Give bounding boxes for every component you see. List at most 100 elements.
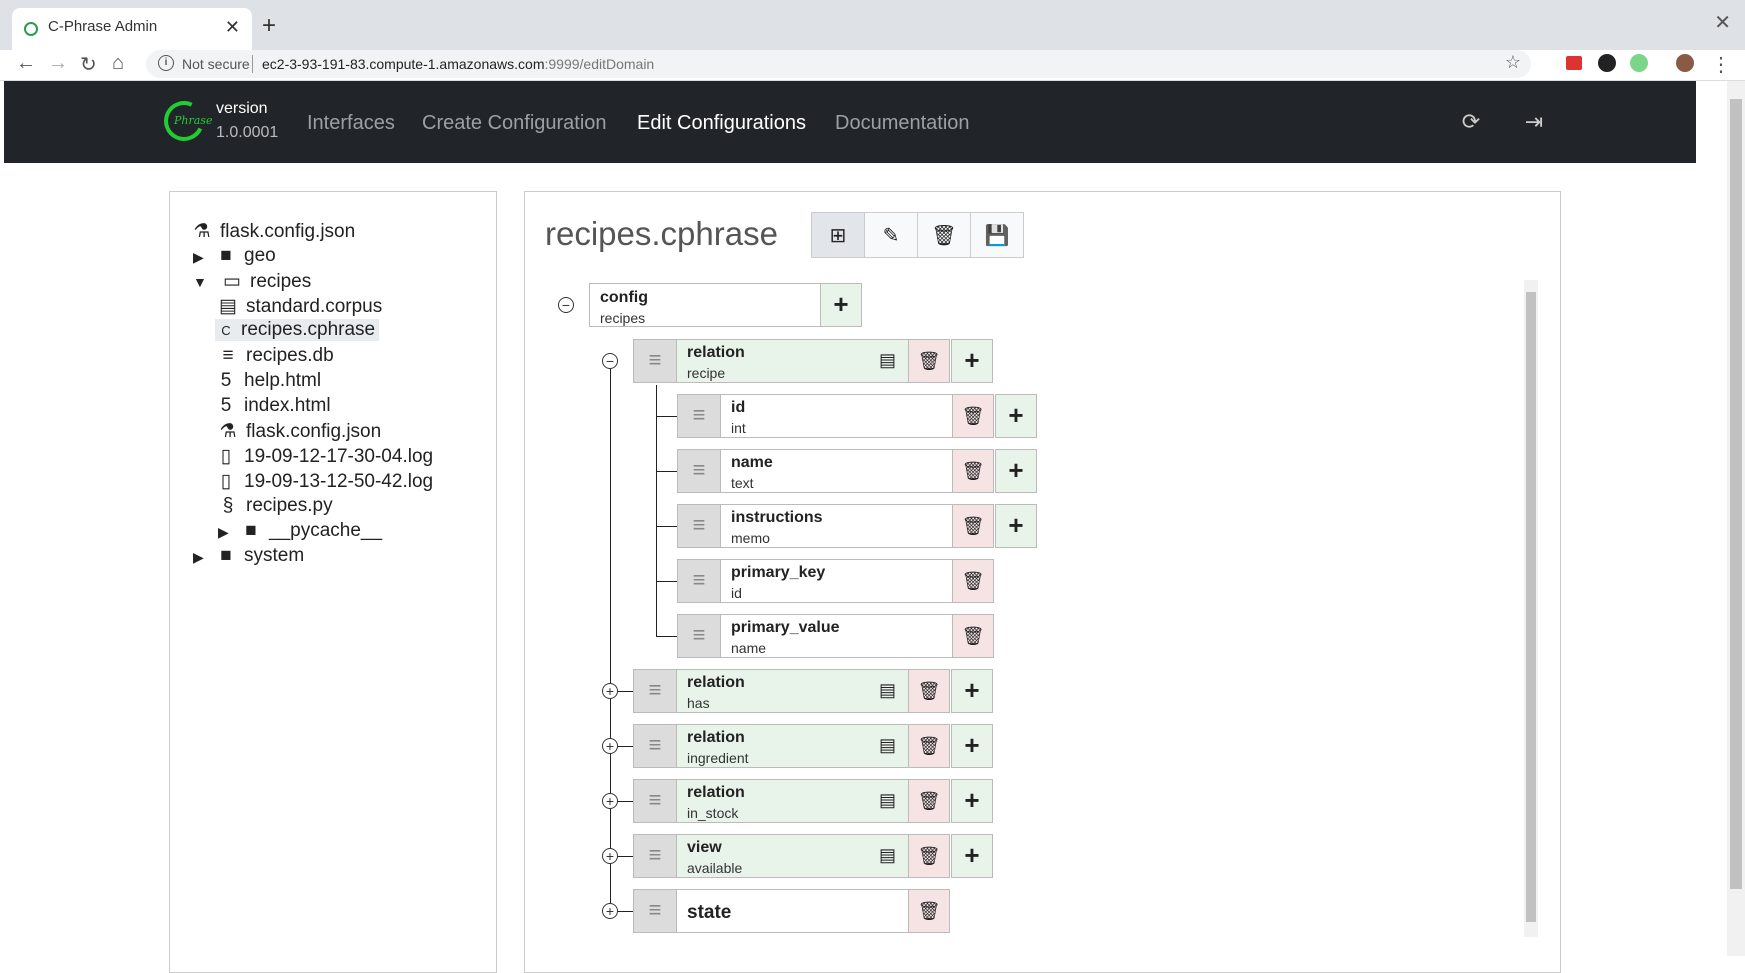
drag-handle-icon[interactable]: ≡ [678, 560, 721, 602]
bookmark-star-icon[interactable]: ☆ [1504, 52, 1521, 72]
browser-tab[interactable]: C-Phrase Admin ✕ [12, 8, 252, 50]
file-item[interactable]: ⚗flask.config.json [192, 220, 355, 243]
drag-handle-icon[interactable]: ≡ [678, 395, 721, 437]
delete-node-button[interactable]: 🗑 [908, 834, 950, 878]
extension-megaphone-icon[interactable] [1566, 56, 1582, 70]
add-child-button[interactable]: + [951, 724, 993, 768]
tree-scrollbar[interactable] [1524, 280, 1538, 937]
config-node[interactable]: config recipes [589, 283, 821, 327]
new-tab-icon[interactable]: + [262, 12, 277, 39]
expand-toggle-icon[interactable]: + [602, 848, 618, 864]
file-item[interactable]: ▯19-09-13-12-50-42.log [216, 470, 433, 493]
add-child-button[interactable]: + [820, 283, 862, 327]
collapse-toggle-icon[interactable]: − [602, 353, 618, 369]
expand-toggle-icon[interactable]: + [602, 793, 618, 809]
collapse-caret-icon[interactable]: ▼ [193, 274, 207, 290]
drag-handle-icon[interactable]: ≡ [678, 450, 721, 492]
field-node-name[interactable]: ≡ name text [677, 449, 953, 493]
nav-documentation[interactable]: Documentation [835, 112, 970, 134]
refresh-icon[interactable]: ⟳ [1461, 109, 1481, 134]
drag-handle-icon[interactable]: ≡ [634, 670, 677, 712]
relation-node[interactable]: ≡ relation in_stock ▤ [633, 779, 909, 823]
delete-node-button[interactable]: 🗑 [908, 779, 950, 823]
corpus-book-icon[interactable]: ▤ [879, 350, 897, 370]
relation-node[interactable]: ≡ relation recipe ▤ [633, 339, 909, 383]
expand-caret-icon[interactable]: ▶ [218, 524, 229, 540]
extension-chat-icon[interactable] [1598, 54, 1616, 72]
close-tab-icon[interactable]: ✕ [224, 17, 240, 37]
delete-node-button[interactable]: 🗑 [908, 889, 950, 933]
add-child-button[interactable]: + [995, 449, 1037, 493]
back-icon[interactable]: ← [16, 52, 36, 74]
delete-node-button[interactable]: 🗑 [908, 339, 950, 383]
scrollbar-thumb[interactable] [1730, 99, 1742, 889]
save-button[interactable]: 💾 [970, 212, 1024, 258]
view-node[interactable]: ≡ view available ▤ [633, 834, 909, 878]
drag-handle-icon[interactable]: ≡ [634, 890, 677, 932]
corpus-book-icon[interactable]: ▤ [879, 845, 897, 865]
file-item[interactable]: ≡recipes.db [218, 345, 333, 367]
corpus-book-icon[interactable]: ▤ [879, 680, 897, 700]
scrollbar-thumb[interactable] [1526, 292, 1536, 922]
add-child-button[interactable]: + [951, 669, 993, 713]
add-child-button[interactable]: + [995, 504, 1037, 548]
extension-green-icon[interactable] [1630, 54, 1648, 72]
field-node-primary-value[interactable]: ≡ primary_value name [677, 614, 953, 658]
drag-handle-icon[interactable]: ≡ [634, 835, 677, 877]
reload-icon[interactable]: ↻ [80, 54, 97, 76]
delete-node-button[interactable]: 🗑 [908, 724, 950, 768]
file-item[interactable]: ▯19-09-12-17-30-04.log [216, 445, 433, 468]
nav-interfaces[interactable]: Interfaces [307, 112, 395, 134]
drag-handle-icon[interactable]: ≡ [634, 725, 677, 767]
window-close-icon[interactable]: ✕ [1714, 12, 1731, 34]
delete-file-button[interactable]: 🗑 [917, 212, 971, 258]
add-child-button[interactable]: + [995, 394, 1037, 438]
folder-item[interactable]: ▭recipes [222, 270, 311, 293]
relation-node[interactable]: ≡ relation has ▤ [633, 669, 909, 713]
delete-node-button[interactable]: 🗑 [952, 614, 994, 658]
expand-toggle-icon[interactable]: + [602, 903, 618, 919]
page-scrollbar[interactable] [1727, 81, 1745, 956]
delete-node-button[interactable]: 🗑 [908, 669, 950, 713]
browser-menu-icon[interactable]: ⋮ [1711, 54, 1731, 76]
add-child-button[interactable]: + [951, 779, 993, 823]
folder-item[interactable]: ■__pycache__ [241, 520, 382, 542]
field-node-id[interactable]: ≡ id int [677, 394, 953, 438]
drag-handle-icon[interactable]: ≡ [678, 615, 721, 657]
file-item[interactable]: §recipes.py [218, 495, 333, 517]
state-node[interactable]: ≡ state [633, 889, 909, 933]
corpus-book-icon[interactable]: ▤ [879, 790, 897, 810]
home-icon[interactable]: ⌂ [112, 52, 125, 74]
drag-handle-icon[interactable]: ≡ [634, 780, 677, 822]
delete-node-button[interactable]: 🗑 [952, 504, 994, 548]
expand-caret-icon[interactable]: ▶ [193, 249, 204, 265]
add-child-button[interactable]: + [951, 339, 993, 383]
add-child-button[interactable]: + [951, 834, 993, 878]
field-node-instructions[interactable]: ≡ instructions memo [677, 504, 953, 548]
folder-item[interactable]: ■system [216, 545, 304, 567]
collapse-toggle-icon[interactable]: − [558, 297, 574, 313]
nav-edit-configurations[interactable]: Edit Configurations [637, 112, 806, 134]
logout-icon[interactable]: ⇥ [1524, 109, 1544, 134]
file-item[interactable]: ▤standard.corpus [218, 295, 382, 318]
file-item[interactable]: ⚗flask.config.json [218, 420, 381, 443]
forward-icon[interactable]: → [48, 52, 68, 74]
info-icon[interactable]: i [158, 55, 174, 71]
tree-view-button[interactable]: ⊞ [811, 212, 865, 258]
expand-toggle-icon[interactable]: + [602, 683, 618, 699]
folder-item[interactable]: ■geo [216, 245, 275, 267]
relation-node[interactable]: ≡ relation ingredient ▤ [633, 724, 909, 768]
expand-toggle-icon[interactable]: + [602, 738, 618, 754]
edit-button[interactable]: ✎ [864, 212, 918, 258]
drag-handle-icon[interactable]: ≡ [634, 340, 677, 382]
delete-node-button[interactable]: 🗑 [952, 394, 994, 438]
profile-avatar[interactable] [1676, 54, 1694, 72]
address-bar[interactable]: i Not secure ec2-3-93-191-83.compute-1.a… [146, 50, 1531, 78]
corpus-book-icon[interactable]: ▤ [879, 735, 897, 755]
nav-create-configuration[interactable]: Create Configuration [422, 112, 607, 134]
expand-caret-icon[interactable]: ▶ [193, 549, 204, 565]
delete-node-button[interactable]: 🗑 [952, 449, 994, 493]
drag-handle-icon[interactable]: ≡ [678, 505, 721, 547]
